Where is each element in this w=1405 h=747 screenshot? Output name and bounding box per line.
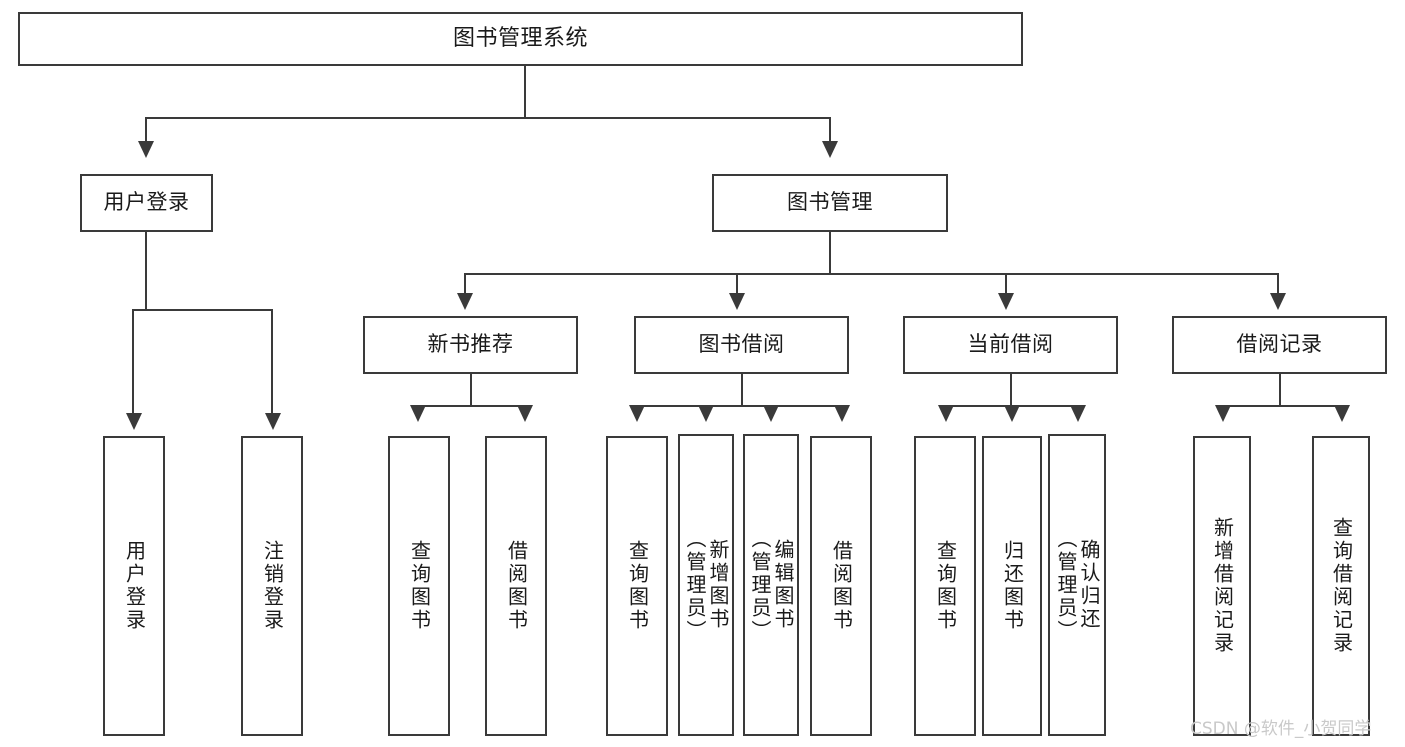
connector-new-book-bar [417, 405, 525, 407]
node-label: 查询图书 [933, 540, 958, 632]
connector-book-mgmt-stem [829, 232, 831, 274]
connector-borrow-record-bar [1222, 405, 1342, 407]
leaf-book-borrow-query-book[interactable]: 查询图书 [606, 436, 668, 736]
leaf-new-book-borrow-book[interactable]: 借阅图书 [485, 436, 547, 736]
node-label: 查询图书 [407, 540, 432, 632]
node-label: 图书借阅 [698, 332, 785, 357]
node-current-borrow[interactable]: 当前借阅 [903, 316, 1118, 374]
leaf-book-borrow-borrow-book[interactable]: 借阅图书 [810, 436, 872, 736]
arrow-current-borrow-to-leaf-1 [938, 405, 954, 422]
arrow-book-mgmt-to-l3-4 [1270, 293, 1286, 310]
node-label: 用户登录 [103, 190, 190, 215]
arrow-user-login-to-leaf-1 [126, 413, 142, 430]
connector-book-mgmt-bar [464, 273, 1278, 275]
node-label: 用户登录 [122, 540, 147, 632]
arrow-current-borrow-to-leaf-2 [1004, 405, 1020, 422]
connector-book-mgmt-to-l3-3 [1005, 273, 1007, 295]
node-book-borrow[interactable]: 图书借阅 [634, 316, 849, 374]
connector-borrow-record-stem [1279, 374, 1281, 406]
connector-book-mgmt-to-l3-2 [736, 273, 738, 295]
arrow-root-to-user-login [138, 141, 154, 158]
arrow-book-borrow-to-leaf-3 [763, 405, 779, 422]
node-label: 新增借阅记录 [1210, 517, 1235, 655]
node-label: 注销登录 [260, 540, 285, 632]
arrow-book-mgmt-to-l3-3 [998, 293, 1014, 310]
node-borrow-record[interactable]: 借阅记录 [1172, 316, 1387, 374]
node-label: 借阅图书 [829, 540, 854, 632]
arrow-user-login-to-leaf-2 [265, 413, 281, 430]
arrow-root-to-book-mgmt [822, 141, 838, 158]
leaf-user-login-logout[interactable]: 注销登录 [241, 436, 303, 736]
connector-book-borrow-bar [636, 405, 842, 407]
node-label: 归还图书 [1000, 540, 1025, 632]
connector-current-borrow-stem [1010, 374, 1012, 406]
leaf-book-borrow-add-book-admin[interactable]: 新增图书 （管理员） [678, 434, 734, 736]
leaf-current-borrow-confirm-return-admin[interactable]: 确认归还 （管理员） [1048, 434, 1106, 736]
arrow-current-borrow-to-leaf-3 [1070, 405, 1086, 422]
node-label: 借阅记录 [1236, 332, 1323, 357]
node-user-login[interactable]: 用户登录 [80, 174, 213, 232]
node-book-management[interactable]: 图书管理 [712, 174, 948, 232]
node-label: 借阅图书 [504, 540, 529, 632]
connector-root-to-user-login [145, 117, 147, 143]
node-label: 图书管理系统 [452, 25, 588, 51]
connector-root-bar [145, 117, 831, 119]
node-label: 新增图书 （管理员） [683, 527, 730, 643]
connector-book-mgmt-to-l3-1 [464, 273, 466, 295]
connector-root-stem [524, 66, 526, 118]
connector-root-to-book-mgmt [829, 117, 831, 143]
arrow-book-borrow-to-leaf-2 [698, 405, 714, 422]
connector-book-borrow-stem [741, 374, 743, 406]
connector-new-book-stem [470, 374, 472, 406]
connector-user-login-to-leaf-2 [271, 309, 273, 415]
leaf-current-borrow-query-book[interactable]: 查询图书 [914, 436, 976, 736]
node-label: 新书推荐 [427, 332, 514, 357]
arrow-book-mgmt-to-l3-2 [729, 293, 745, 310]
node-root-system[interactable]: 图书管理系统 [18, 12, 1023, 66]
arrow-new-book-to-leaf-2 [517, 405, 533, 422]
leaf-book-borrow-edit-book-admin[interactable]: 编辑图书 （管理员） [743, 434, 799, 736]
leaf-new-book-query-book[interactable]: 查询图书 [388, 436, 450, 736]
leaf-user-login-login[interactable]: 用户登录 [103, 436, 165, 736]
node-label: 查询借阅记录 [1329, 517, 1354, 655]
connector-user-login-to-leaf-1 [132, 309, 134, 415]
arrow-book-borrow-to-leaf-1 [629, 405, 645, 422]
node-label: 图书管理 [787, 190, 873, 215]
leaf-borrow-record-add-record[interactable]: 新增借阅记录 [1193, 436, 1251, 736]
arrow-book-borrow-to-leaf-4 [834, 405, 850, 422]
arrow-book-mgmt-to-l3-1 [457, 293, 473, 310]
node-label: 查询图书 [625, 540, 650, 632]
connector-user-login-stem [145, 232, 147, 310]
connector-user-login-bar [132, 309, 273, 311]
arrow-borrow-record-to-leaf-1 [1215, 405, 1231, 422]
node-label: 编辑图书 （管理员） [748, 527, 795, 643]
leaf-current-borrow-return-book[interactable]: 归还图书 [982, 436, 1042, 736]
connector-book-mgmt-to-l3-4 [1277, 273, 1279, 295]
leaf-borrow-record-query-record[interactable]: 查询借阅记录 [1312, 436, 1370, 736]
arrow-borrow-record-to-leaf-2 [1334, 405, 1350, 422]
node-label: 当前借阅 [967, 332, 1054, 357]
arrow-new-book-to-leaf-1 [410, 405, 426, 422]
node-new-book-recommend[interactable]: 新书推荐 [363, 316, 578, 374]
node-label: 确认归还 （管理员） [1054, 527, 1101, 643]
watermark-text: CSDN @软件_小贺同学 [1190, 719, 1372, 739]
